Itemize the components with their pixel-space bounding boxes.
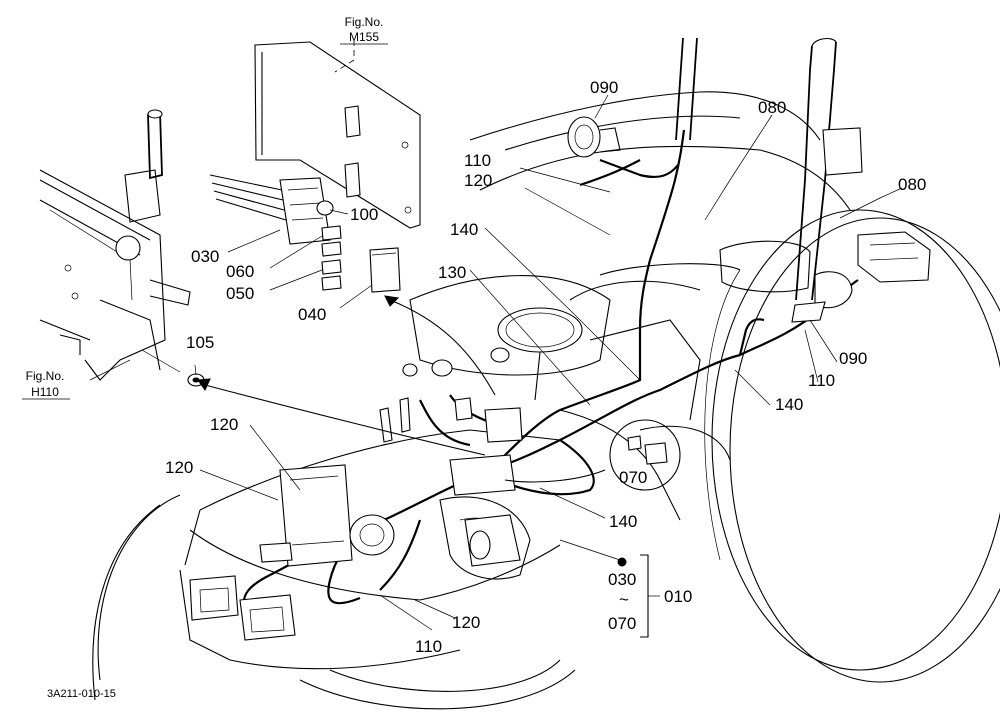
fig-ref-m155: Fig.No. M155 <box>340 15 388 45</box>
fig-ref-m155-line1: Fig.No. <box>345 15 384 29</box>
callout-120-left-a: 120 <box>210 415 238 434</box>
callout-070: 070 <box>619 468 647 487</box>
dash-switches <box>379 347 510 443</box>
callout-040: 040 <box>298 305 326 324</box>
callout-140-mid: 140 <box>450 220 478 239</box>
set-range-assembly: 010 <box>664 587 692 606</box>
callout-080-right: 080 <box>898 175 926 194</box>
steering-bracket-assembly <box>39 109 191 381</box>
callout-090-right: 090 <box>839 349 867 368</box>
relay-module <box>449 407 523 496</box>
callout-120-bottom: 120 <box>452 613 480 632</box>
starter-motor <box>464 514 521 567</box>
callout-060: 060 <box>226 262 254 281</box>
fig-ref-h110-line2: H110 <box>31 385 59 399</box>
fig-ref-h110-line1: Fig.No. <box>26 369 65 383</box>
alternator <box>349 514 395 556</box>
work-lamp-top <box>567 116 621 158</box>
figure-code: 3A211-010-15 <box>47 688 116 700</box>
set-range-to: 070 <box>608 614 636 633</box>
set-range-tilde: ~ <box>619 590 629 609</box>
callout-120-top: 120 <box>464 171 492 190</box>
set-range-bracket <box>640 554 649 638</box>
set-marker-dot <box>617 557 627 567</box>
rear-lamp-bracket <box>791 271 853 323</box>
callout-labels: 090 080 080 110 120 100 030 060 050 040 … <box>165 78 926 656</box>
rear-lamp-right <box>857 231 931 283</box>
connector-bubble <box>609 419 681 491</box>
callout-140-bottom: 140 <box>609 512 637 531</box>
tractor-body-outline <box>92 37 1000 710</box>
callout-140-right: 140 <box>775 395 803 414</box>
reference-arrows <box>197 295 606 483</box>
set-range: 030 ~ 070 010 <box>608 570 692 633</box>
callout-110-right: 110 <box>808 371 835 390</box>
front-lamps <box>189 575 296 641</box>
callout-130: 130 <box>438 263 466 282</box>
fig-ref-m155-line2: M155 <box>349 30 379 44</box>
fuse-panel-assembly <box>209 41 421 293</box>
callout-120-left-b: 120 <box>165 458 193 477</box>
set-range-from: 030 <box>608 570 636 589</box>
callout-030: 030 <box>191 247 219 266</box>
callout-080-top: 080 <box>758 98 786 117</box>
rear-lamp-rops-mount <box>822 127 863 176</box>
callout-100: 100 <box>350 205 378 224</box>
callout-105: 105 <box>186 333 214 352</box>
callout-110-top: 110 <box>464 151 491 170</box>
fig-ref-h110: Fig.No. H110 <box>22 369 70 400</box>
leader-lines <box>89 94 903 631</box>
callout-090-top: 090 <box>590 78 618 97</box>
radiator-panel <box>259 464 353 567</box>
callout-110-bottom: 110 <box>415 637 442 656</box>
callout-050: 050 <box>226 284 254 303</box>
